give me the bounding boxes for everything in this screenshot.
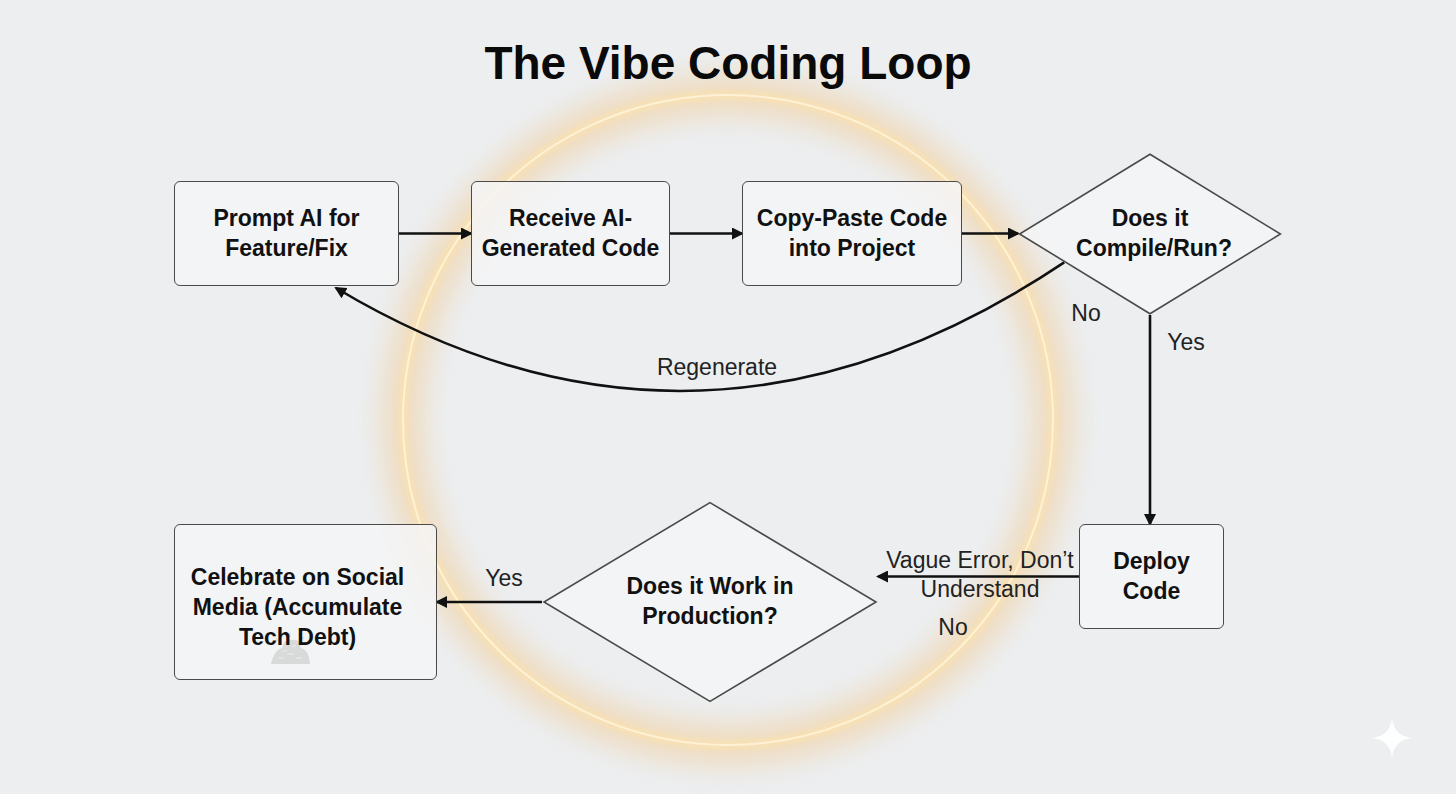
diagram-title: The Vibe Coding Loop [0,36,1456,90]
node-text: Does it Compile/Run? [1076,204,1224,264]
process-box: Deploy Code [1079,524,1224,629]
branch-label: No [1071,299,1100,328]
decision-diamond: Does it Compile/Run? [1018,153,1282,315]
flow-arrow [1149,315,1152,524]
flow-arrow [437,601,542,604]
process-box: Copy-Paste Code into Project [742,181,962,286]
node-text: Prompt AI for Feature/Fix [183,204,390,264]
diamond-outline [1018,153,1282,315]
edge-label: Yes [485,564,523,593]
branch-label: No [938,613,967,642]
process-box: Prompt AI for Feature/Fix [174,181,399,286]
edge-label: Yes [1167,328,1205,357]
node-text: Deploy Code [1088,547,1215,607]
node-text: Receive AI-Generated Code [480,204,661,264]
decision-diamond: Does it Work in Production? [542,501,878,703]
edge-label: Vague Error, Don’t Understand [880,546,1080,604]
diamond-outline [542,501,878,703]
node-text: Does it Work in Production? [616,572,804,632]
flow-arrow [670,232,742,235]
node-text: Copy-Paste Code into Project [751,204,953,264]
node-text: Celebrate on Social Media (Accumulate Te… [175,563,420,653]
watermark-sparkle [1370,716,1414,760]
process-box: Receive AI-Generated Code [471,181,670,286]
edge-label: Regenerate [657,353,777,382]
flow-arrow [962,232,1018,235]
terminal-box: Celebrate on Social Media (Accumulate Te… [174,524,437,680]
flow-arrow [399,232,471,235]
